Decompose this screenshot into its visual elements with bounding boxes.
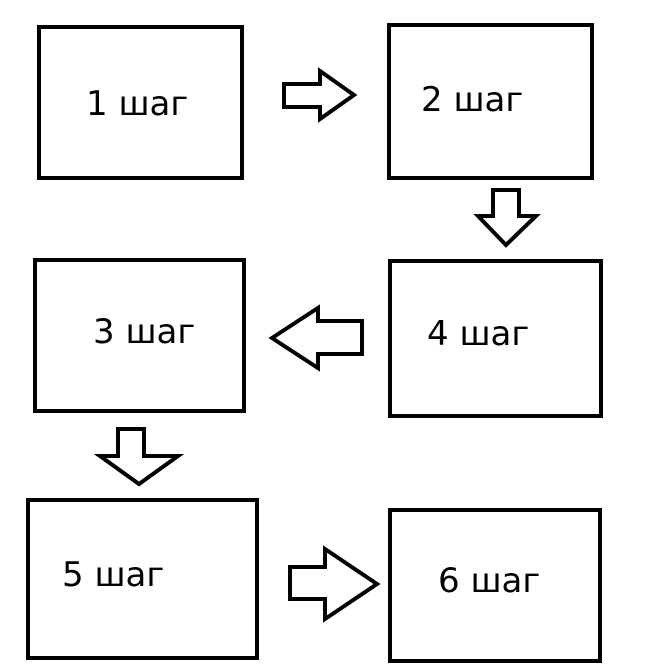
step-label-6: 6 шаг bbox=[438, 561, 541, 601]
step-box-4: 4 шаг bbox=[388, 259, 603, 418]
step-label-3: 3 шаг bbox=[93, 312, 196, 352]
step-label-1: 1 шаг bbox=[86, 84, 189, 124]
step-box-5: 5 шаг bbox=[26, 498, 259, 660]
step-box-6: 6 шаг bbox=[388, 508, 602, 663]
arrow-down-icon bbox=[473, 188, 541, 248]
arrow-down-icon bbox=[93, 427, 185, 487]
step-label-4: 4 шаг bbox=[427, 314, 530, 354]
step-box-1: 1 шаг bbox=[37, 25, 244, 180]
arrow-right-icon bbox=[282, 67, 358, 123]
step-label-5: 5 шаг bbox=[62, 555, 165, 595]
arrow-left-icon bbox=[268, 304, 364, 372]
step-label-2: 2 шаг bbox=[421, 80, 524, 120]
step-box-2: 2 шаг bbox=[387, 23, 594, 180]
arrow-right-icon bbox=[288, 545, 381, 623]
step-box-3: 3 шаг bbox=[33, 258, 246, 413]
